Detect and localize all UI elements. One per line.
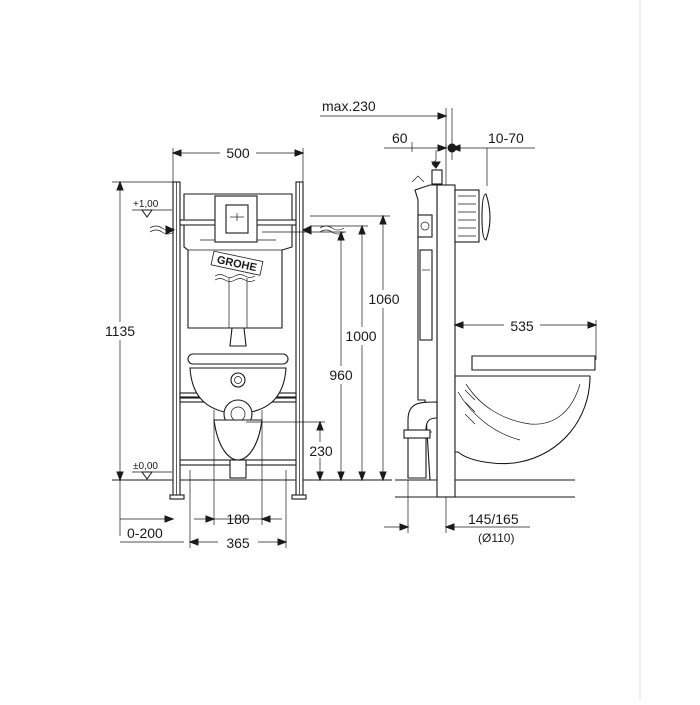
- dim-180: 180: [226, 511, 250, 527]
- dim-365: 365: [226, 535, 250, 551]
- dim-535: 535: [510, 318, 534, 334]
- side-cistern: [419, 249, 433, 341]
- level-top: +1,00: [133, 199, 159, 210]
- side-view: max.230 60 10-70 535 145/165 (Ø110): [320, 98, 598, 545]
- level-floor: ±0,00: [133, 461, 158, 472]
- dim-1135: 1135: [105, 323, 135, 339]
- wall-fixing: [454, 189, 480, 243]
- bowl-connector: [230, 372, 246, 388]
- dim-1060: 1060: [368, 291, 399, 307]
- wall-plate: [481, 193, 491, 241]
- level-floor-marker: [141, 471, 153, 480]
- dim-10-70: 10-70: [488, 130, 524, 146]
- dim-500: 500: [226, 145, 250, 161]
- flush-pipe: [229, 327, 247, 347]
- dim-max-230: max.230: [322, 98, 376, 114]
- water-supply-right: [319, 225, 345, 231]
- dim-230: 230: [309, 443, 333, 459]
- dim-145-165: 145/165: [468, 511, 519, 527]
- wc-bowl-lower: [213, 419, 263, 461]
- dim-diameter-110: (Ø110): [478, 531, 514, 545]
- wall-section: [436, 184, 456, 498]
- dim-960: 960: [329, 367, 353, 383]
- drain-pipe-front: [229, 459, 247, 479]
- wc-seat: [187, 353, 289, 365]
- dim-0-200: 0-200: [127, 525, 163, 541]
- side-valve-box: [417, 214, 433, 238]
- wc-bowl-side: [454, 375, 591, 465]
- dim-60: 60: [392, 130, 408, 146]
- dim-1000: 1000: [345, 328, 376, 344]
- level-top-marker: [141, 209, 153, 218]
- front-view: GROHE 500: [100, 144, 404, 551]
- wc-seat-side: [471, 355, 596, 371]
